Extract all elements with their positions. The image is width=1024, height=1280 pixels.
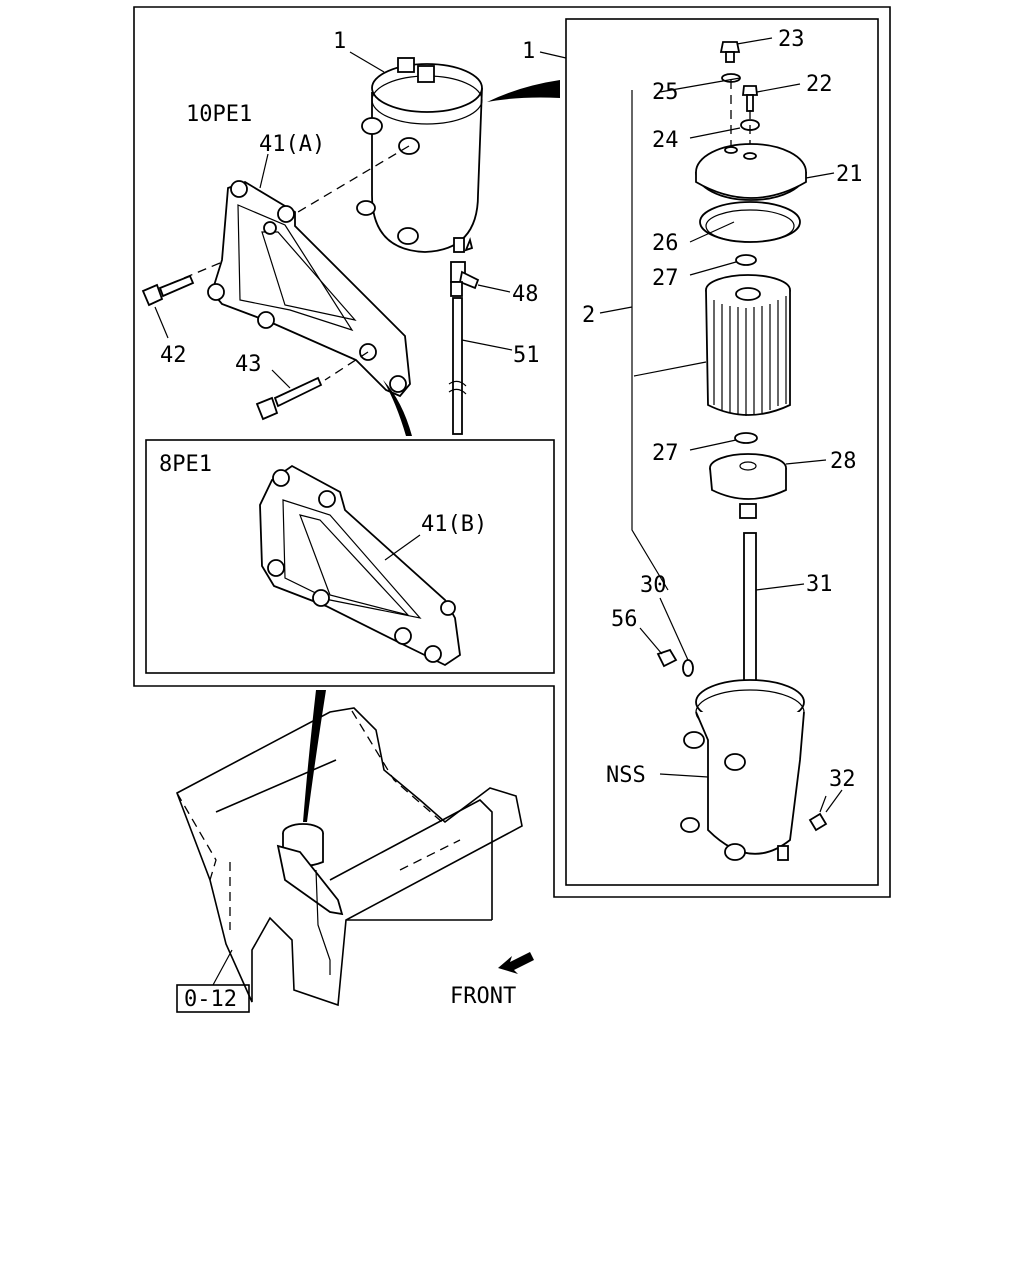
bolt-42 — [141, 274, 195, 307]
callout-31: 31 — [806, 572, 833, 597]
center-pipe-31 — [743, 532, 757, 698]
cover-21 — [695, 143, 807, 201]
pointer-wedge-1 — [487, 80, 560, 102]
front-label: FRONT — [450, 984, 516, 1009]
filter-assembly-10pe1 — [356, 57, 483, 253]
plug-56 — [656, 648, 678, 668]
front-arrow-icon — [498, 952, 534, 974]
callout-23: 23 — [778, 27, 805, 52]
variant-10pe1-label: 10PE1 — [186, 102, 252, 127]
callout-41a: 41(A) — [259, 132, 325, 157]
callout-41b: 41(B) — [421, 512, 487, 537]
bolt-43 — [255, 376, 323, 421]
callout-56: 56 — [611, 607, 638, 632]
callout-28: 28 — [830, 449, 857, 474]
bracket-41b — [259, 464, 461, 667]
inset-8pe1-panel — [145, 439, 555, 674]
callout-51: 51 — [513, 343, 540, 368]
leader-lines — [154, 37, 843, 813]
callout-42: 42 — [160, 343, 187, 368]
callout-30: 30 — [640, 573, 667, 598]
bolt-23 — [719, 41, 741, 63]
ref-box-label: 0-12 — [184, 987, 237, 1012]
callout-25: 25 — [652, 80, 679, 105]
callout-48: 48 — [512, 282, 539, 307]
callout-21: 21 — [836, 162, 863, 187]
pointer-wedge-3 — [303, 690, 326, 822]
o-ring-26 — [699, 201, 801, 243]
element-seat-28 — [709, 453, 787, 519]
washer-27-lower — [734, 432, 758, 444]
callout-nss: NSS — [606, 763, 646, 788]
callout-2: 2 — [582, 303, 595, 328]
variant-8pe1-label: 8PE1 — [159, 452, 212, 477]
callout-27-lower: 27 — [652, 441, 679, 466]
housing-nss — [680, 679, 805, 861]
callout-1-right: 1 — [522, 39, 535, 64]
gasket-30 — [682, 659, 694, 677]
engine-block — [176, 707, 523, 1007]
washer-27-upper — [735, 254, 757, 266]
bolt-32 — [808, 795, 828, 832]
callout-27-upper: 27 — [652, 266, 679, 291]
filter-element — [705, 274, 791, 416]
fuel-hose-51 — [448, 297, 467, 435]
pointer-wedge-2 — [383, 380, 412, 436]
callout-24: 24 — [652, 128, 679, 153]
main-frame — [133, 6, 891, 898]
callout-43: 43 — [235, 352, 262, 377]
callout-32: 32 — [829, 767, 856, 792]
callout-26: 26 — [652, 231, 679, 256]
callout-1-left: 1 — [333, 29, 346, 54]
callout-22: 22 — [806, 72, 833, 97]
bracket-41a — [207, 180, 411, 398]
clip-48 — [450, 261, 480, 297]
exploded-view-panel — [565, 18, 879, 886]
bolt-22 — [741, 85, 759, 112]
